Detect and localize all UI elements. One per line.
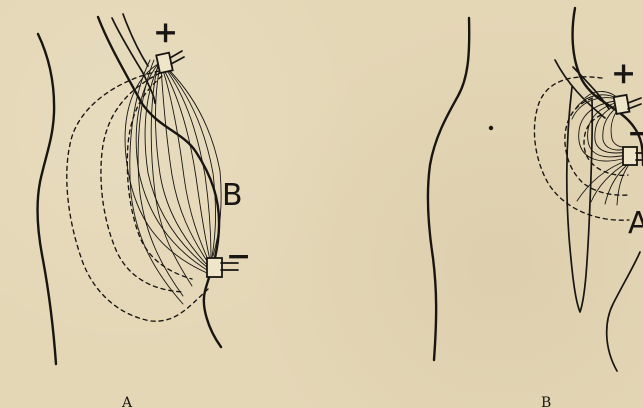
panel-b-bone-outline xyxy=(567,87,592,312)
panel-b-minus-label: − xyxy=(627,116,643,151)
panel-b-body-letter: A xyxy=(628,206,643,241)
panel-b: + − A B xyxy=(428,8,643,408)
panel-a-dashed-field-inner xyxy=(127,76,192,279)
panel-b-positive-electrode xyxy=(614,95,630,114)
small-dot-mark xyxy=(489,126,493,130)
panel-a-plus-label: + xyxy=(153,15,178,50)
panel-a-minus-label: − xyxy=(226,239,251,274)
panel-a-inner-outline-2 xyxy=(123,14,148,66)
panel-a-positive-electrode-wire xyxy=(170,51,184,64)
panel-a-positive-electrode xyxy=(156,53,172,73)
panel-b-plus-label: + xyxy=(611,56,636,91)
panel-b-body-left-outline xyxy=(428,18,469,360)
panel-b-caption: B xyxy=(541,395,551,408)
panel-b-inner-outline-1 xyxy=(555,60,605,118)
panel-a-body-left-outline xyxy=(38,34,56,364)
panel-a-caption: A xyxy=(121,395,133,408)
panel-a: + − B A xyxy=(38,14,252,408)
panel-a-negative-electrode xyxy=(207,258,222,277)
panel-a-body-letter: B xyxy=(222,178,243,213)
panel-b-body-right-lower-outline xyxy=(607,252,640,371)
panel-b-inner-outline-2 xyxy=(573,67,609,109)
